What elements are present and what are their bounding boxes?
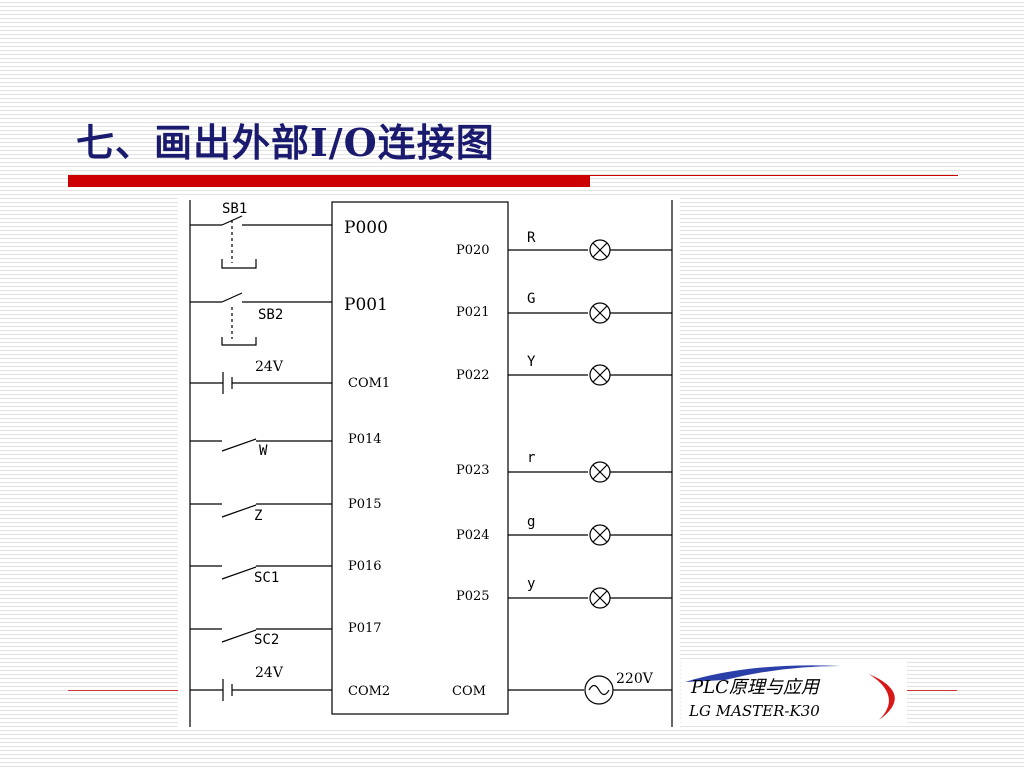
switch-label-1: SB1 bbox=[222, 201, 247, 217]
terminal-input-1: P000 bbox=[344, 218, 388, 238]
lamp-label-3: Y bbox=[527, 354, 536, 370]
terminal-input-6: P016 bbox=[348, 559, 382, 574]
switch-label-2: SB2 bbox=[258, 307, 283, 323]
terminal-input-7: P017 bbox=[348, 621, 382, 636]
terminal-output-com: COM bbox=[452, 684, 486, 699]
footer-line-right bbox=[907, 690, 957, 691]
lamp-label-6: y bbox=[527, 576, 535, 592]
output-rung-5 bbox=[508, 524, 672, 546]
logo-red-swoosh bbox=[869, 674, 895, 720]
slide-title: 七、画出外部I/O连接图 bbox=[76, 120, 495, 165]
lamp-label-4: r bbox=[527, 450, 535, 466]
terminal-output-3: P022 bbox=[456, 368, 490, 383]
terminal-input-5: P015 bbox=[348, 497, 382, 512]
output-rung-6 bbox=[508, 587, 672, 609]
terminal-output-5: P024 bbox=[456, 528, 490, 543]
switch-label-6: SC2 bbox=[254, 632, 279, 648]
terminal-input-com2: COM2 bbox=[348, 684, 390, 699]
plc-module-box bbox=[331, 201, 509, 715]
input-rung-1 bbox=[190, 215, 332, 269]
logo-text-line2: LG MASTER-K30 bbox=[688, 702, 820, 720]
title-underline-bar bbox=[68, 175, 590, 187]
input-rung-7 bbox=[190, 628, 332, 643]
lamp-label-2: G bbox=[527, 291, 535, 307]
input-supply-label-1: 24V bbox=[255, 359, 284, 375]
terminal-output-4: P023 bbox=[456, 463, 490, 478]
switch-label-5: SC1 bbox=[254, 570, 279, 586]
lamp-label-1: R bbox=[527, 230, 536, 246]
output-rung-com bbox=[508, 675, 672, 705]
title-underline-line bbox=[590, 175, 958, 176]
output-rung-1 bbox=[508, 239, 672, 261]
switch-label-4: Z bbox=[254, 508, 262, 524]
course-logo: PLC原理与应用 LG MASTER-K30 bbox=[681, 660, 907, 724]
terminal-output-1: P020 bbox=[456, 243, 490, 258]
io-wiring-diagram: P000 P001 COM1 P014 P015 P016 P017 COM2 … bbox=[178, 195, 680, 729]
output-rung-3 bbox=[508, 364, 672, 386]
terminal-input-2: P001 bbox=[344, 295, 388, 315]
input-supply-label-2: 24V bbox=[255, 665, 284, 681]
logo-blue-swoosh bbox=[685, 665, 841, 682]
logo-text-line1: PLC原理与应用 bbox=[690, 677, 821, 698]
output-rung-4 bbox=[508, 461, 672, 483]
input-rung-6 bbox=[190, 565, 332, 580]
input-rung-com1 bbox=[190, 372, 332, 394]
input-rung-com2 bbox=[190, 679, 332, 701]
lamp-label-5: g bbox=[527, 514, 535, 530]
terminal-input-com1: COM1 bbox=[348, 376, 390, 391]
terminal-output-2: P021 bbox=[456, 305, 490, 320]
terminal-output-6: P025 bbox=[456, 589, 490, 604]
switch-label-3: W bbox=[259, 443, 268, 459]
output-rung-2 bbox=[508, 302, 672, 324]
footer-line-left bbox=[68, 690, 178, 691]
input-rung-5 bbox=[190, 503, 332, 518]
input-rung-2 bbox=[190, 292, 332, 346]
terminal-input-4: P014 bbox=[348, 432, 382, 447]
input-rung-4 bbox=[190, 438, 332, 452]
output-supply-label: 220V bbox=[616, 671, 654, 687]
